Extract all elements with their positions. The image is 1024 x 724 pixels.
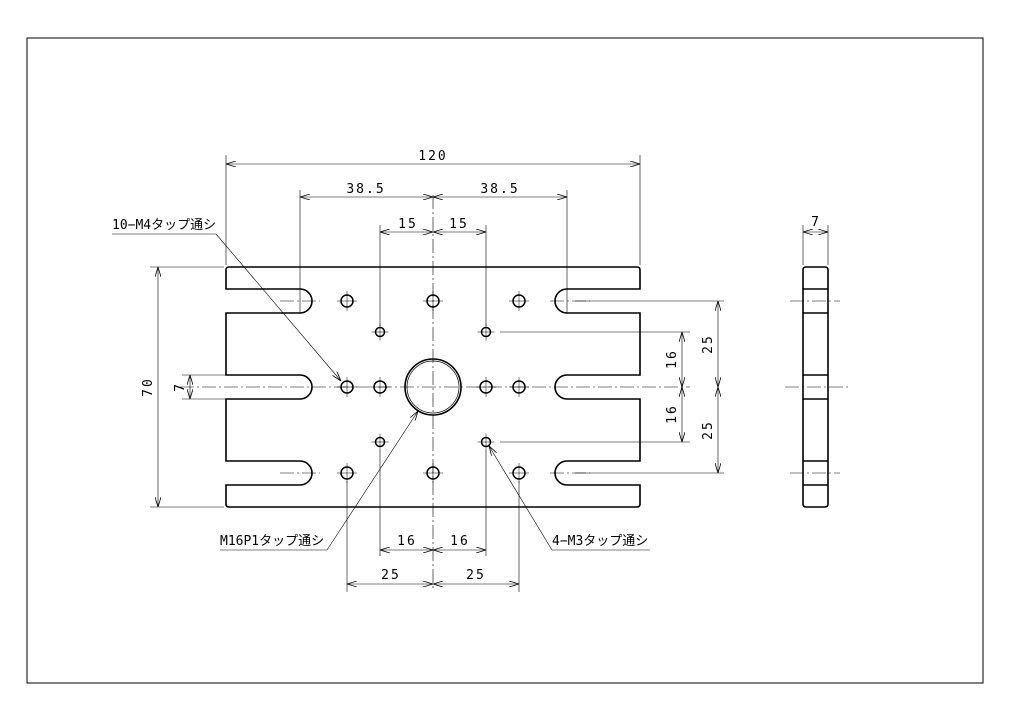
callout-m4: 10−M4タップ通シ bbox=[112, 218, 341, 381]
m16-center-hole bbox=[404, 358, 462, 416]
m4-hole bbox=[337, 291, 357, 311]
dim-m4-vertical-bottom: 25 bbox=[701, 420, 716, 440]
dimension-lines bbox=[158, 164, 828, 584]
dim-side-thickness: 7 bbox=[811, 215, 821, 230]
m3-hole bbox=[477, 323, 495, 341]
callout-m3: 4−M3タップ通シ bbox=[489, 446, 650, 551]
dim-m4-vertical-top: 25 bbox=[701, 334, 716, 354]
center-lines bbox=[180, 195, 690, 590]
dim-slot-pitch-left: 38.5 bbox=[346, 182, 385, 197]
m4-hole bbox=[337, 377, 357, 397]
m4-hole bbox=[423, 463, 443, 483]
dim-overall-height: 70 bbox=[141, 377, 156, 397]
m3-hole bbox=[371, 323, 389, 341]
dim-m4-horizontal-right: 25 bbox=[466, 568, 486, 583]
extension-lines bbox=[150, 155, 724, 592]
dim-slot-width: 7 bbox=[173, 382, 188, 392]
dim-m3-vertical-bottom: 16 bbox=[665, 404, 680, 424]
dim-m3-vertical-top: 16 bbox=[665, 349, 680, 369]
m4-holes bbox=[337, 291, 529, 483]
m4-hole bbox=[337, 463, 357, 483]
m4-hole bbox=[509, 377, 529, 397]
dim-m3-horizontal-left: 16 bbox=[397, 534, 417, 549]
m3-holes bbox=[371, 323, 495, 451]
side-view bbox=[785, 225, 848, 508]
m3-hole bbox=[371, 433, 389, 451]
drawing-border bbox=[26, 37, 984, 684]
callout-m3-text: 4−M3タップ通シ bbox=[552, 534, 648, 549]
dim-m4-horizontal-left: 25 bbox=[381, 568, 401, 583]
m4-hole bbox=[476, 377, 496, 397]
callout-m16-text: M16P1タップ通シ bbox=[220, 534, 324, 549]
m4-hole bbox=[509, 291, 529, 311]
m4-hole bbox=[370, 377, 390, 397]
dim-m3-horizontal-right: 16 bbox=[450, 534, 470, 549]
dim-inner-left: 15 bbox=[398, 217, 418, 232]
dim-slot-pitch-right: 38.5 bbox=[480, 182, 519, 197]
callout-m4-text: 10−M4タップ通シ bbox=[112, 218, 216, 233]
m3-hole bbox=[477, 433, 495, 451]
dim-overall-width: 120 bbox=[418, 149, 447, 164]
dim-inner-right: 15 bbox=[449, 217, 469, 232]
plate-outline bbox=[225, 266, 641, 508]
m4-hole bbox=[509, 463, 529, 483]
callout-m16: M16P1タップ通シ bbox=[220, 411, 418, 551]
m4-hole bbox=[423, 291, 443, 311]
